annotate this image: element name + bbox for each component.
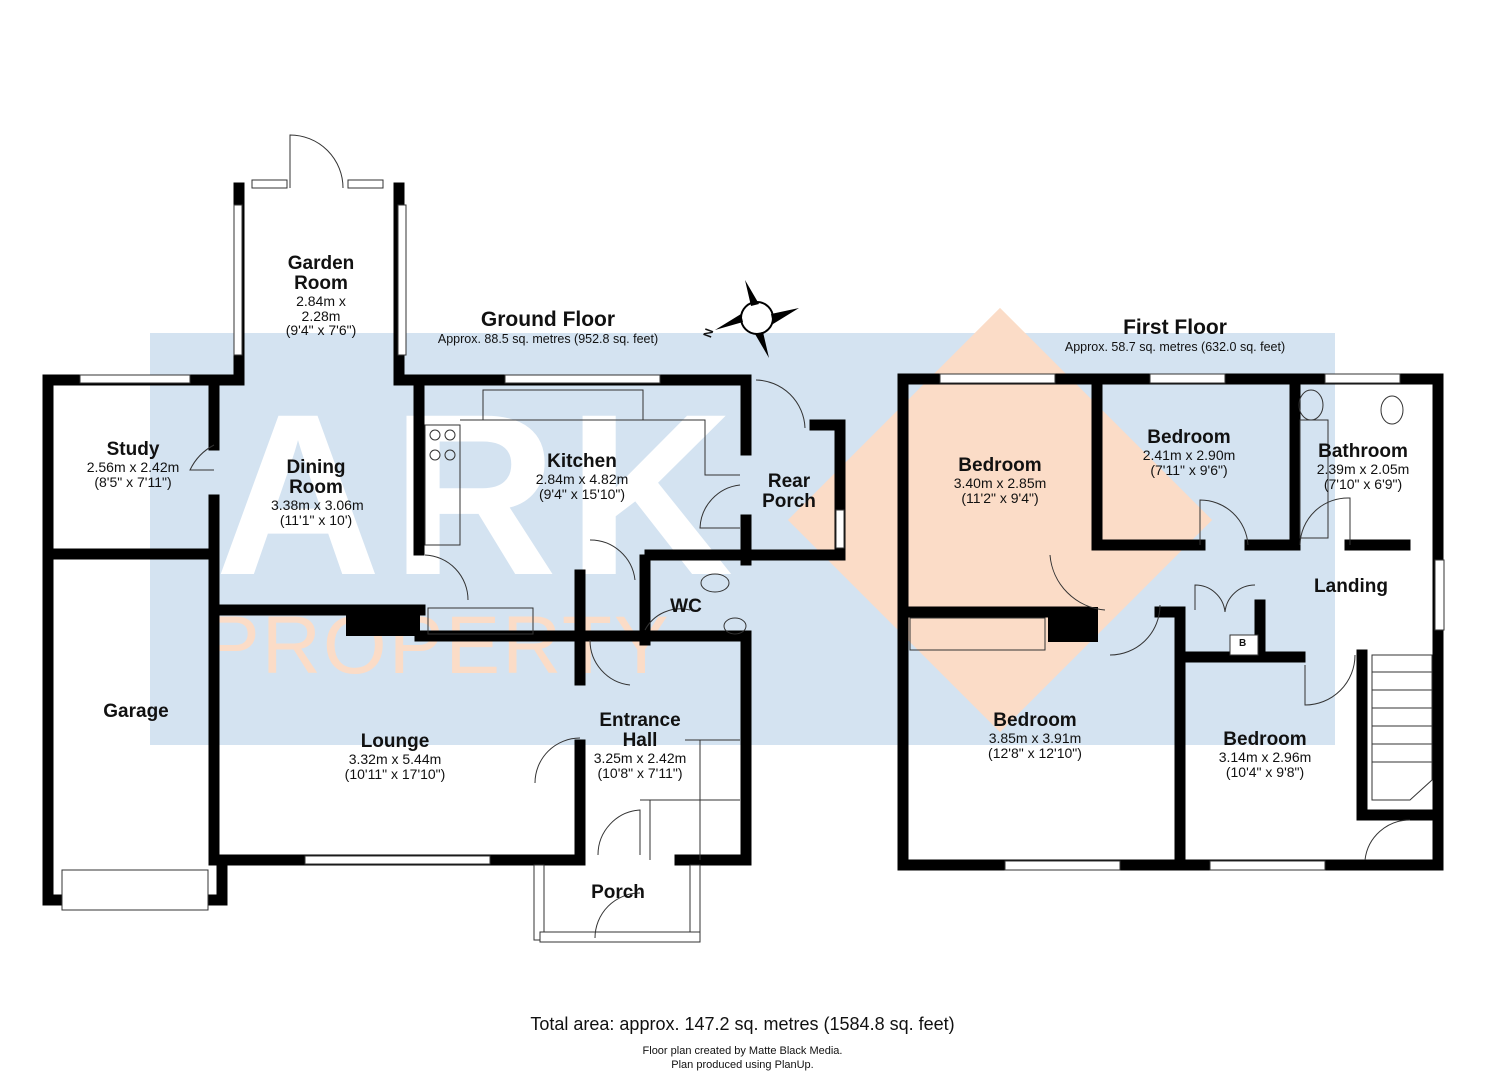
ground-floor-walls xyxy=(42,182,846,906)
room-bathroom: Bathroom 2.39m x 2.05m (7'10" x 6'9") xyxy=(1316,441,1410,492)
room-garden-room: Garden Room 2.84m x 2.28m (9'4" x 7'6") xyxy=(285,253,357,339)
room-kitchen: Kitchen 2.84m x 4.82m (9'4" x 15'10") xyxy=(535,451,629,502)
ground-floor-windows xyxy=(61,179,845,943)
credit-created-by: Floor plan created by Matte Black Media. xyxy=(642,1045,843,1057)
first-floor-walls xyxy=(897,373,1444,871)
first-floor-area: Approx. 58.7 sq. metres (632.0 sq. feet) xyxy=(1064,340,1286,354)
room-garage: Garage xyxy=(103,701,169,722)
room-lounge: Lounge 3.32m x 5.44m (10'11" x 17'10") xyxy=(344,731,446,782)
first-floor-fixtures xyxy=(909,389,1433,861)
room-porch: Porch xyxy=(591,882,645,903)
room-bedroom-2: Bedroom 2.41m x 2.90m (7'11" x 9'6") xyxy=(1142,427,1236,478)
first-floor-windows xyxy=(939,373,1445,871)
room-bedroom-1: Bedroom 3.40m x 2.85m (11'2" x 9'4") xyxy=(953,455,1047,506)
room-entrance-hall: Entrance Hall 3.25m x 2.42m (10'8" x 7'1… xyxy=(593,710,687,781)
ground-floor-title: Ground Floor xyxy=(480,308,616,331)
total-area: Total area: approx. 147.2 sq. metres (15… xyxy=(530,1014,955,1034)
room-wc: WC xyxy=(670,596,702,617)
room-bedroom-3: Bedroom 3.85m x 3.91m (12'8" x 12'10") xyxy=(988,710,1082,761)
room-rear-porch: Rear Porch xyxy=(762,471,816,512)
ground-floor-area: Approx. 88.5 sq. metres (952.8 sq. feet) xyxy=(437,332,659,346)
ground-floor-fixtures xyxy=(189,134,806,939)
room-bedroom-4: Bedroom 3.14m x 2.96m (10'4" x 9'8") xyxy=(1218,729,1312,780)
room-study: Study 2.56m x 2.42m (8'5" x 7'11") xyxy=(86,439,180,490)
first-floor-heading: First Floor Approx. 58.7 sq. metres (632… xyxy=(1065,316,1285,354)
first-floor-title: First Floor xyxy=(1123,316,1227,339)
room-landing: Landing xyxy=(1314,576,1388,597)
compass-icon xyxy=(715,280,799,358)
ground-floor-heading: Ground Floor Approx. 88.5 sq. metres (95… xyxy=(438,308,658,346)
watermark-brand-bottom: PROPERTY xyxy=(205,600,671,691)
room-dining-room: Dining Room 3.38m x 3.06m (11'1" x 10') xyxy=(271,457,364,528)
boiler-label: B xyxy=(1239,638,1247,649)
credit-produced-using: Plan produced using PlanUp. xyxy=(671,1059,814,1071)
